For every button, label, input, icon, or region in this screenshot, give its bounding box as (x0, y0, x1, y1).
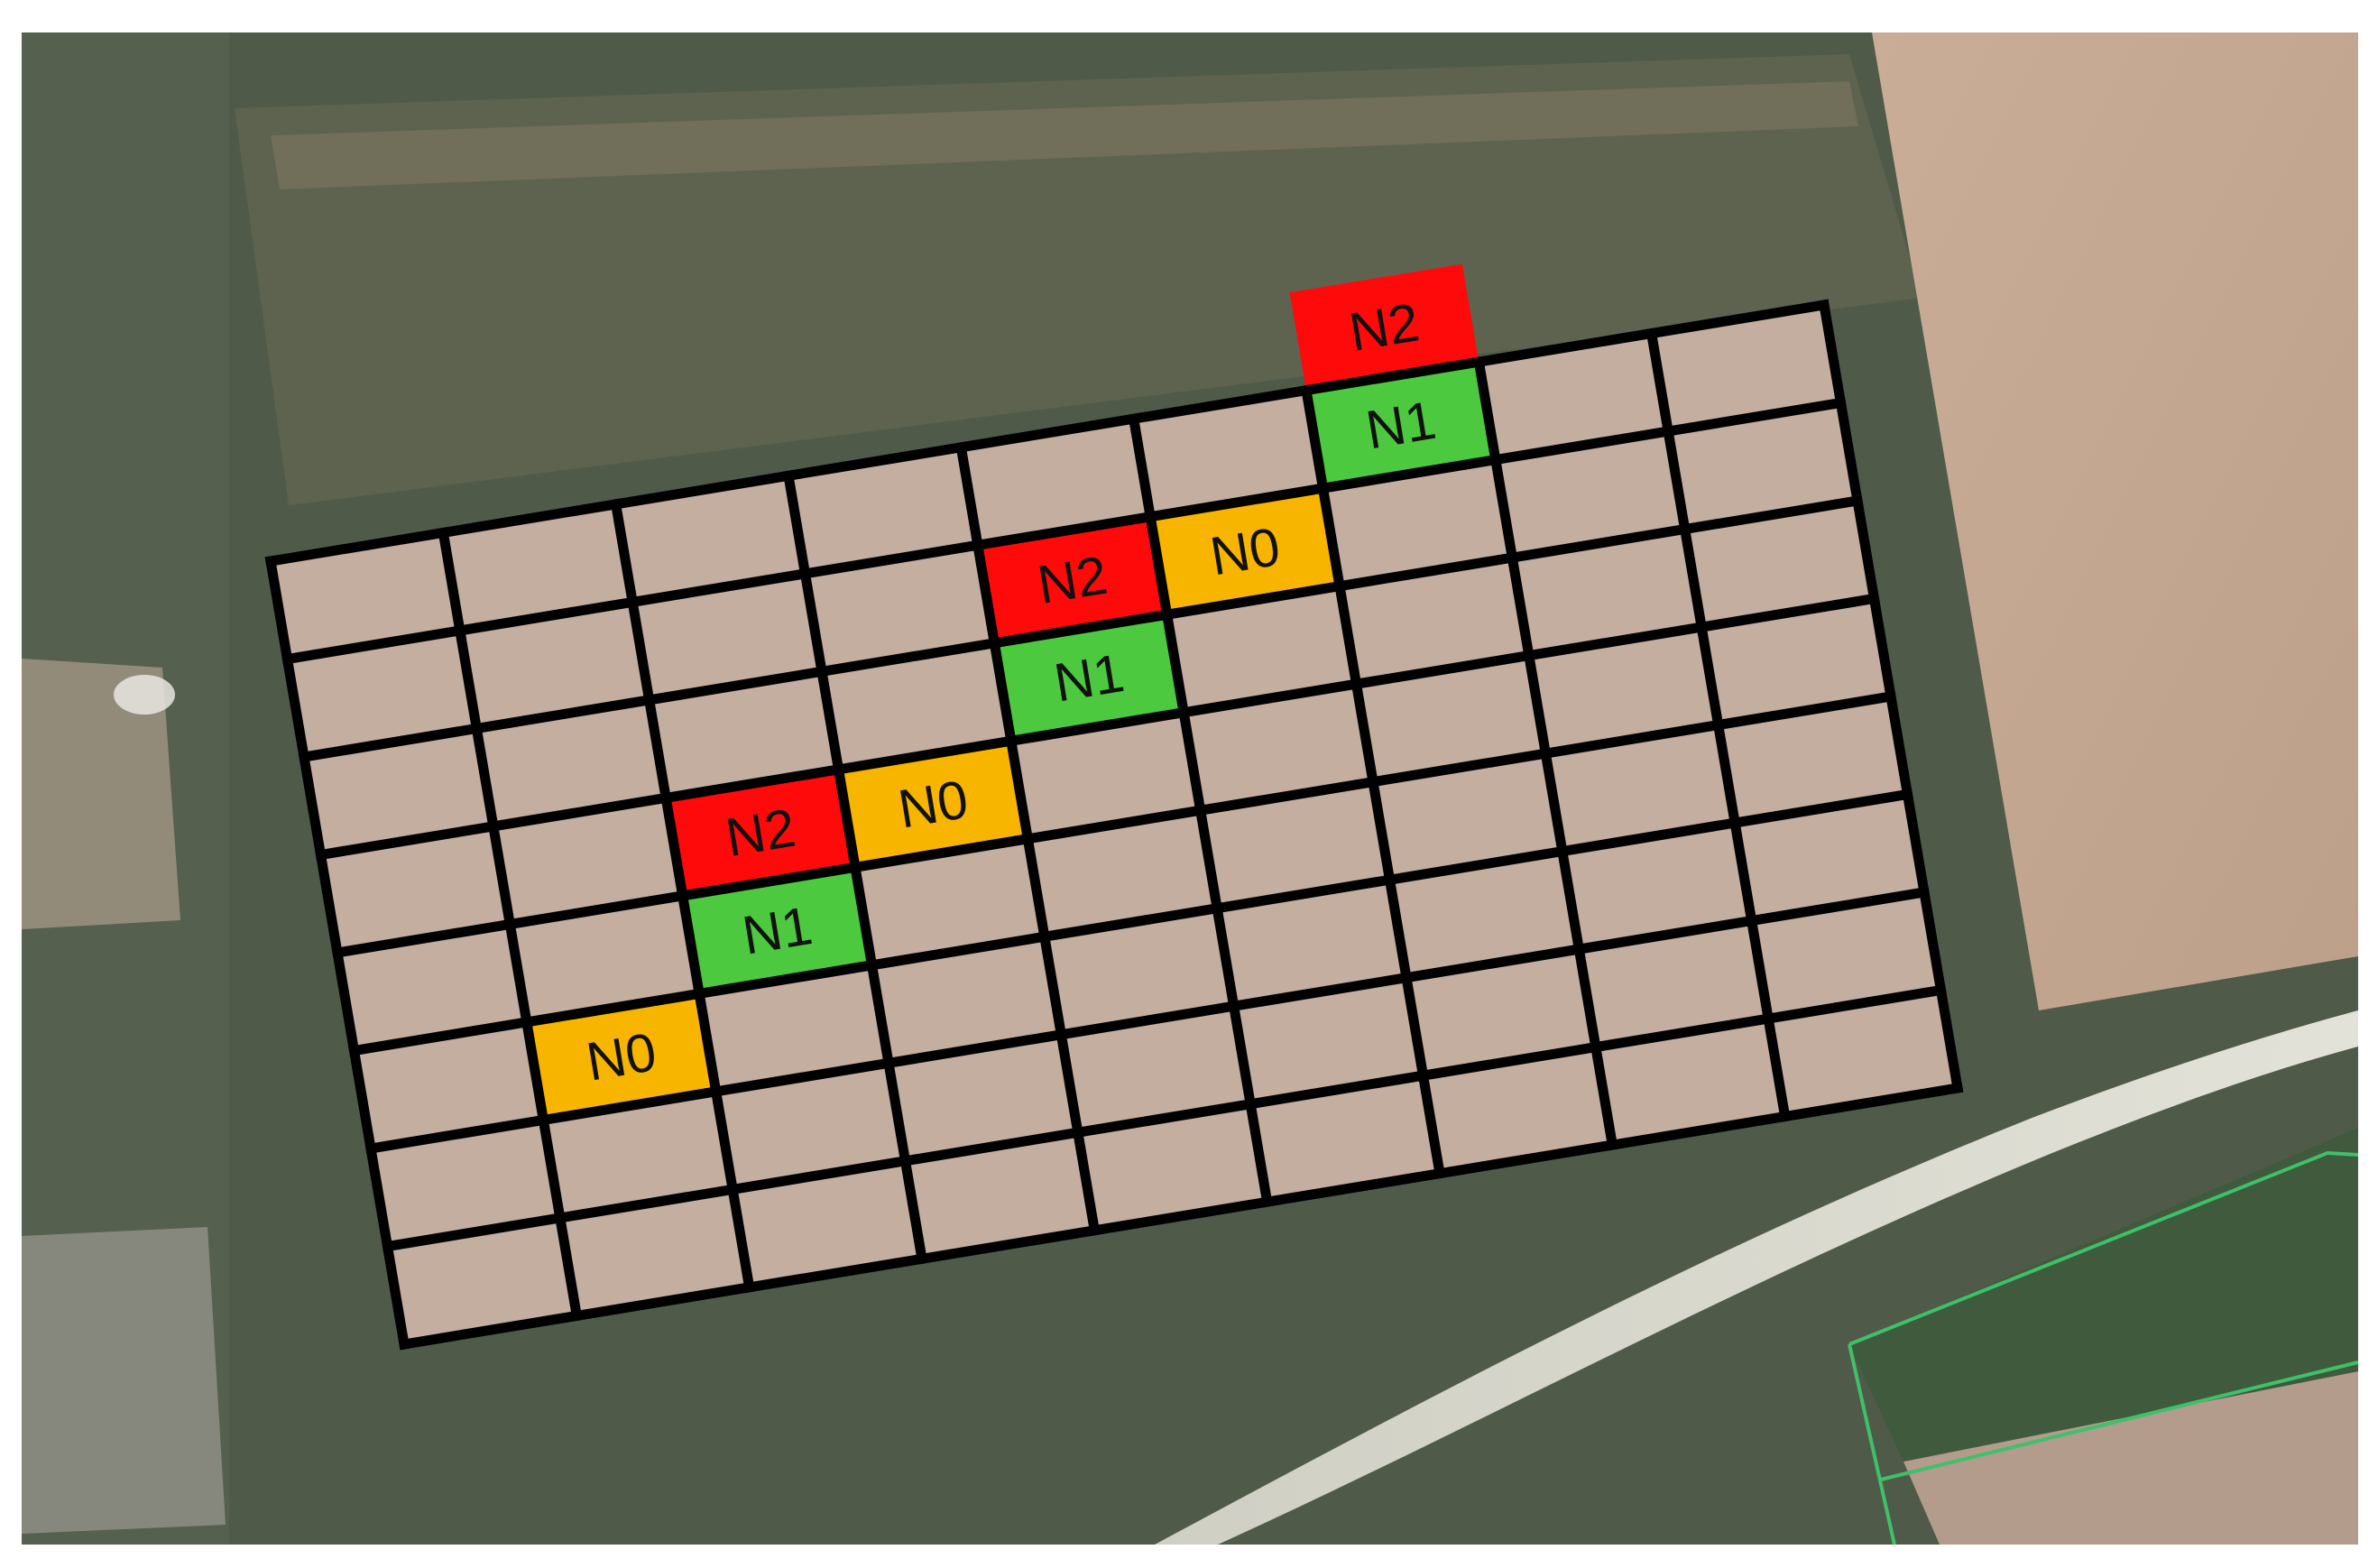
lower-right-field (1903, 1371, 2358, 1545)
left-building-area (22, 659, 180, 929)
grid-row-line (264, 299, 1830, 567)
grid-row-line (331, 690, 1897, 959)
lower-right-parcel (1849, 1128, 2358, 1462)
plot-label-n1: N1 (1362, 390, 1441, 461)
grid-row-line (298, 494, 1864, 763)
grid-row-line (281, 397, 1847, 665)
plot-label-n2: N2 (722, 798, 800, 869)
plot-label-n2: N2 (1034, 545, 1112, 616)
parcel-boundary-upper (1848, 1150, 2359, 1346)
plot-n1 (682, 867, 872, 994)
grid-row-line (315, 593, 1880, 861)
plot-n0 (838, 741, 1028, 868)
plot-n0 (526, 993, 716, 1121)
plot-label-n1: N1 (1050, 642, 1129, 714)
grid-row-line (382, 984, 1947, 1252)
upper-field-area (235, 54, 1922, 505)
plot-n2 (666, 769, 855, 896)
plot-n2 (977, 516, 1167, 643)
plot-n1 (1306, 362, 1496, 489)
plot-n1 (994, 614, 1184, 742)
plot-label-n0: N0 (583, 1021, 661, 1093)
treatment-plots (526, 263, 1496, 1121)
grid-row-line (398, 1082, 1964, 1351)
road (1155, 1010, 2358, 1545)
plot-n0 (1150, 488, 1340, 615)
white-object (114, 675, 175, 715)
plot-label-n1: N1 (738, 895, 816, 966)
parcel-boundary-left (1848, 1343, 1896, 1545)
grid-row-line (364, 886, 1931, 1155)
plot-label-n0: N0 (1206, 516, 1285, 587)
parcel-boundary-lower (1880, 1360, 2359, 1481)
plot-label-n2: N2 (1345, 291, 1424, 363)
plot-n2 (1289, 263, 1479, 391)
left-lower-building (22, 1227, 226, 1534)
upper-field-band (271, 81, 1858, 189)
plot-label-n0: N0 (894, 769, 972, 840)
right-bare-field (1872, 32, 2358, 1010)
grid-row-line (348, 789, 1913, 1056)
grid-lines (264, 299, 1964, 1351)
